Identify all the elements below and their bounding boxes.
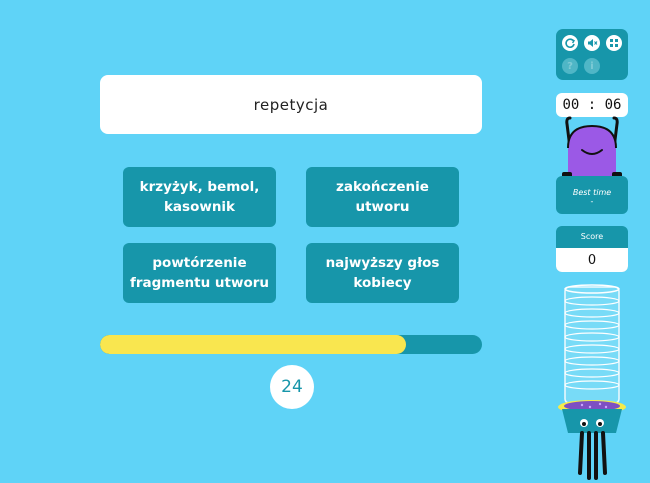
answer-label-1: krzyżyk, bemol, kasownik xyxy=(139,179,260,215)
answer-button-1[interactable]: krzyżyk, bemol, kasownik xyxy=(123,167,276,227)
restart-icon[interactable] xyxy=(562,35,578,51)
mute-icon[interactable] xyxy=(584,35,600,51)
counter-value: 24 xyxy=(281,377,303,397)
answer-button-4[interactable]: najwyższy głos kobiecy xyxy=(306,243,459,303)
answer-button-2[interactable]: zakończenie utworu xyxy=(306,167,459,227)
answer-label-4: najwyższy głos kobiecy xyxy=(325,255,440,291)
info-icon[interactable]: i xyxy=(584,58,600,74)
score-value-box: 0 xyxy=(556,248,628,272)
answer-button-3[interactable]: powtórzenie fragmentu utworu xyxy=(123,243,276,303)
question-text: repetycja xyxy=(253,95,329,114)
question-card: repetycja xyxy=(100,75,482,134)
timer-value: 00 : 06 xyxy=(562,97,622,113)
score-value: 0 xyxy=(587,252,597,268)
monster-mascot-icon xyxy=(562,116,622,178)
answer-label-3: powtórzenie fragmentu utworu xyxy=(130,255,269,291)
game-toolbar: ? i xyxy=(556,29,628,80)
question-counter: 24 xyxy=(270,365,314,409)
best-time-panel: Best time - xyxy=(556,176,628,214)
help-icon[interactable]: ? xyxy=(562,58,578,74)
progress-bar xyxy=(100,335,482,354)
answer-label-2: zakończenie utworu xyxy=(336,179,429,215)
stacking-tube-icon xyxy=(558,284,626,480)
info-glyph: i xyxy=(590,60,594,72)
fullscreen-icon[interactable] xyxy=(606,35,622,51)
help-glyph: ? xyxy=(567,60,573,72)
score-label: Score xyxy=(580,232,604,241)
progress-fill xyxy=(100,335,406,354)
best-time-label: Best time xyxy=(572,188,612,197)
timer: 00 : 06 xyxy=(556,93,628,117)
score-panel: Score 0 xyxy=(556,226,628,272)
best-time-value: - xyxy=(590,197,594,206)
